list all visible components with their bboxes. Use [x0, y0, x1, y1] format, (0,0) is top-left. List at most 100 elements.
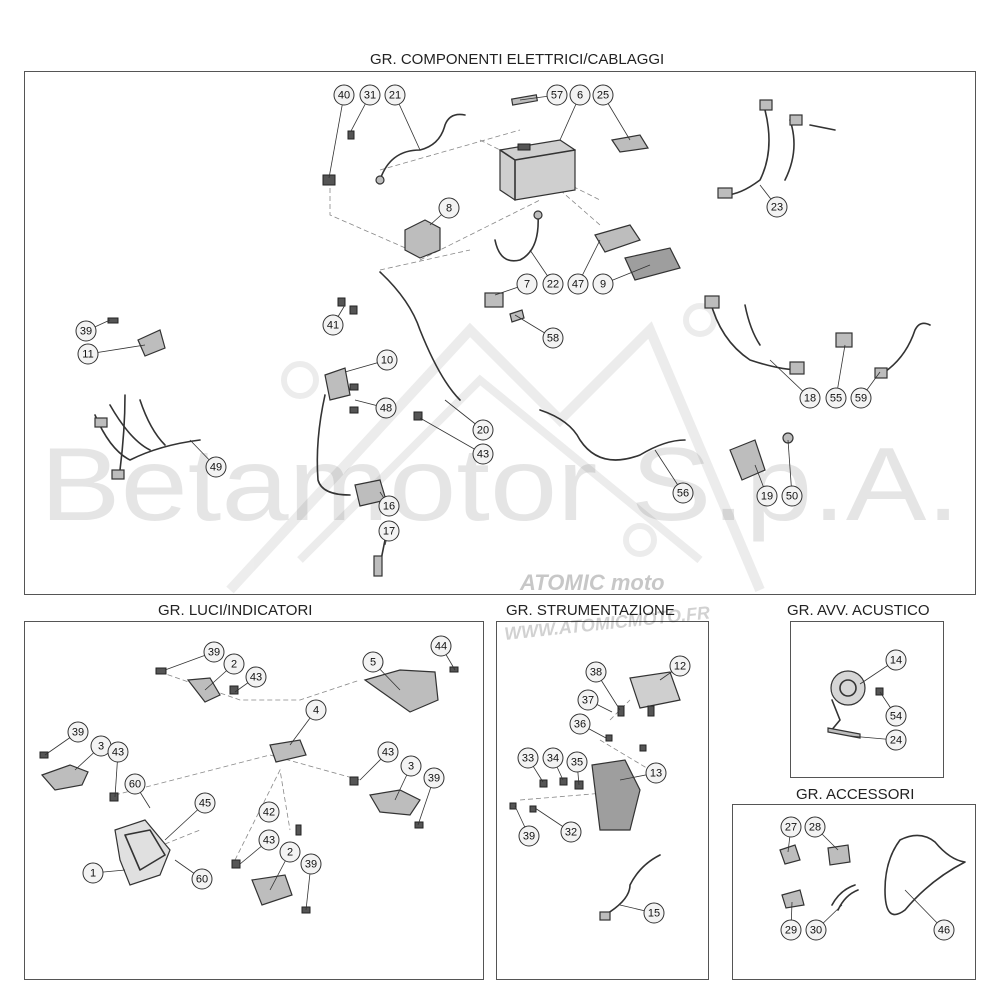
- part-callout-accessories-46: 46: [933, 919, 955, 941]
- part-callout-accessories-27: 27: [780, 816, 802, 838]
- part-callout-lights-39: 39: [300, 853, 322, 875]
- callout-number: 43: [477, 449, 489, 461]
- part-callout-wiring-11: 11: [77, 343, 99, 365]
- callout-circle: [77, 343, 99, 365]
- part-callout-lights-5: 5: [362, 651, 384, 673]
- callout-number: 55: [830, 393, 842, 405]
- part-callout-lights-2: 2: [223, 653, 245, 675]
- instruments-parts: [509, 671, 681, 921]
- callout-circle: [376, 349, 398, 371]
- part-callout-wiring-16: 16: [378, 495, 400, 517]
- callout-number: 59: [855, 393, 867, 405]
- callout-circle: [645, 762, 667, 784]
- callout-leader-line: [419, 417, 484, 455]
- callout-circle: [516, 273, 538, 295]
- callout-number: 30: [810, 925, 822, 937]
- part-callout-wiring-41: 41: [322, 314, 344, 336]
- instruments-panel: [496, 621, 709, 980]
- callout-circle: [885, 649, 907, 671]
- callout-circle: [805, 919, 827, 941]
- callout-number: 47: [572, 279, 584, 291]
- part-callout-lights-42: 42: [258, 801, 280, 823]
- callout-circle: [780, 919, 802, 941]
- part-callout-lights-43: 43: [245, 666, 267, 688]
- callout-circle: [245, 666, 267, 688]
- callout-circle: [799, 387, 821, 409]
- part-callout-wiring-40: 40: [333, 84, 355, 106]
- callout-circle: [569, 713, 591, 735]
- callout-circle: [542, 273, 564, 295]
- part-callout-instruments-12: 12: [669, 655, 691, 677]
- callout-circle: [566, 751, 588, 773]
- callout-number: 8: [446, 203, 452, 215]
- part-callout-wiring-47: 47: [567, 273, 589, 295]
- horn-section-title: GR. AVV. ACUSTICO: [787, 602, 930, 619]
- callout-number: 23: [771, 202, 783, 214]
- callout-circle: [305, 699, 327, 721]
- callout-number: 5: [370, 657, 376, 669]
- callout-number: 10: [381, 355, 393, 367]
- part-callout-wiring-19: 19: [756, 485, 778, 507]
- callout-number: 13: [650, 768, 662, 780]
- callout-circle: [542, 327, 564, 349]
- callout-circle: [472, 443, 494, 465]
- part-callout-lights-39: 39: [67, 721, 89, 743]
- callout-number: 43: [112, 747, 124, 759]
- part-callout-wiring-10: 10: [376, 349, 398, 371]
- part-callout-horn-14: 14: [885, 649, 907, 671]
- callout-number: 56: [677, 488, 689, 500]
- part-callout-instruments-38: 38: [585, 661, 607, 683]
- callout-circle: [423, 767, 445, 789]
- callout-circle: [359, 84, 381, 106]
- wiring-section-title: GR. COMPONENTI ELETTRICI/CABLAGGI: [370, 51, 665, 68]
- part-callout-instruments-35: 35: [566, 751, 588, 773]
- part-callout-instruments-36: 36: [569, 713, 591, 735]
- part-callout-wiring-39: 39: [75, 320, 97, 342]
- callout-number: 6: [577, 90, 583, 102]
- watermark-company-text: Betamotor S.p.A.: [40, 427, 960, 543]
- callout-circle: [577, 689, 599, 711]
- callout-number: 12: [674, 661, 686, 673]
- part-callout-instruments-39: 39: [518, 825, 540, 847]
- callout-number: 25: [597, 90, 609, 102]
- part-callout-instruments-37: 37: [577, 689, 599, 711]
- callout-number: 9: [600, 279, 606, 291]
- part-callout-wiring-22: 22: [542, 273, 564, 295]
- callout-circle: [781, 485, 803, 507]
- callout-number: 33: [522, 753, 534, 765]
- part-callout-lights-44: 44: [430, 635, 452, 657]
- horn-parts: [827, 670, 884, 739]
- callout-number: 2: [231, 659, 237, 671]
- callout-number: 44: [435, 641, 447, 653]
- part-callout-lights-2: 2: [279, 841, 301, 863]
- part-callout-lights-43: 43: [107, 741, 129, 763]
- callout-circle: [124, 773, 146, 795]
- callout-circle: [203, 641, 225, 663]
- part-callout-wiring-43: 43: [472, 443, 494, 465]
- callout-circle: [258, 829, 280, 851]
- callout-number: 20: [477, 425, 489, 437]
- callout-number: 21: [389, 90, 401, 102]
- part-callout-wiring-31: 31: [359, 84, 381, 106]
- callout-circle: [375, 397, 397, 419]
- callout-circle: [194, 792, 216, 814]
- accessories-section-title: GR. ACCESSORI: [796, 786, 915, 803]
- part-callout-lights-45: 45: [194, 792, 216, 814]
- part-callout-wiring-59: 59: [850, 387, 872, 409]
- callout-number: 43: [382, 747, 394, 759]
- part-callout-lights-43: 43: [377, 741, 399, 763]
- callout-leader-line: [328, 94, 345, 179]
- callout-circle: [377, 741, 399, 763]
- callout-number: 45: [199, 798, 211, 810]
- wiring-panel: [24, 71, 976, 595]
- part-callout-lights-43: 43: [258, 829, 280, 851]
- part-callout-wiring-7: 7: [516, 273, 538, 295]
- callout-number: 31: [364, 90, 376, 102]
- callout-circle: [430, 635, 452, 657]
- part-callout-horn-54: 54: [885, 705, 907, 727]
- accessories-parts: [779, 834, 966, 916]
- callout-number: 18: [804, 393, 816, 405]
- callout-circle: [300, 853, 322, 875]
- callout-circle: [933, 919, 955, 941]
